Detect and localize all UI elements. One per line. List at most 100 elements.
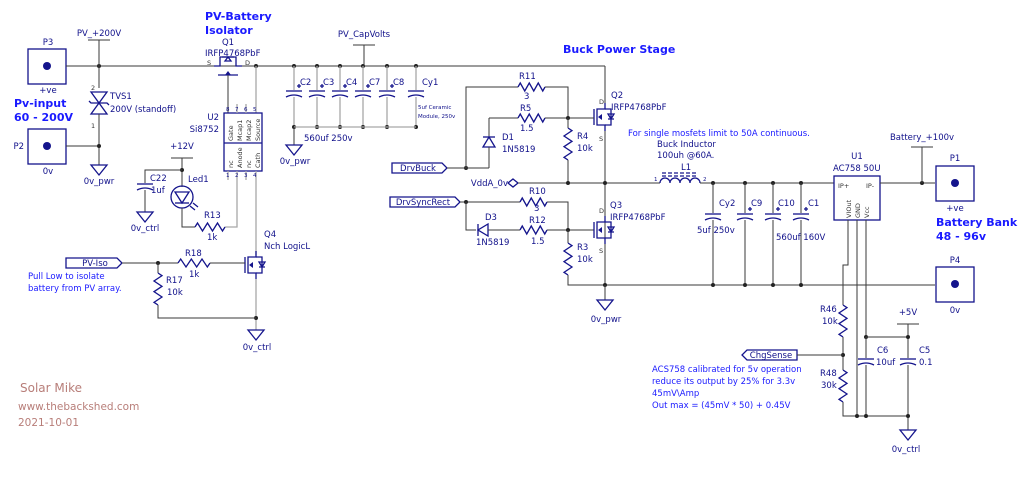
p4-ref: P4 [950,256,961,266]
tvs1-ref: TVS1 [109,92,132,102]
wire [842,220,849,305]
u2-pin-num: 7 [235,107,239,113]
wire [157,305,256,319]
cy2-ref: Cy2 [719,199,735,209]
resistor-r12 [519,224,548,236]
plus-icon [748,207,752,211]
resistor-zigzag [519,196,548,208]
q2-value: IRFP4768PbF [611,103,667,113]
led1-ref: Led1 [188,175,209,185]
r10-ref: R10 [529,187,546,197]
junction-dot [711,283,715,287]
resistor-zigzag [837,369,849,403]
junction-dot [603,181,607,185]
q1-pin-d: D [245,59,250,67]
plus-icon [320,84,324,88]
u1-ref: U1 [851,152,863,162]
q1-value: IRFP4768PbF [205,49,261,59]
u2-pin-source: Source [254,119,262,141]
flag-chgsense [741,349,798,361]
gnd-pwr-label: 0v_pwr [84,177,115,187]
wire [225,171,238,228]
junction-dot [97,144,101,148]
q1-ref: Q1 [222,38,234,48]
capacitor-output-0 [704,213,722,221]
p3-ref: P3 [43,38,54,48]
input-caps-value: 560uf 250v [304,134,353,144]
l1-desc: Buck Inductor [657,140,716,150]
body-diode-icon [605,221,616,239]
ic-u2 [223,112,263,172]
body-diode-icon [605,108,616,126]
d3-value: 1N5819 [476,238,509,248]
c2-ref: C2 [300,78,311,88]
u2-pin-cath: Cath [254,153,262,168]
junction-dot [799,283,803,287]
l1-desc-2: 100uh @60A. [657,151,714,161]
q3-pin-d: D [599,207,604,215]
connector-pin-dot [43,142,51,150]
capacitor-plate-curved [764,217,782,221]
capacitor-plate-curved [736,217,754,221]
flag-chgsense: ChgSense [750,351,792,361]
output-caps-value: 560uf 160V [776,233,826,243]
capacitor-c6 [857,358,875,366]
r5-ref: R5 [520,104,531,114]
c22-value: 1uf [151,186,166,196]
capacitor-plate-curved [857,362,875,366]
capacitor-plate-curved [792,217,810,221]
r17-ref: R17 [166,276,183,286]
net-pv-capvolts: PV_CapVolts [338,30,391,40]
r11-value: 3 [524,92,529,102]
u2-pin-mcap1: Mcap1 [236,120,244,141]
heading-battery-range: 48 - 96v [936,230,987,243]
q4-ref: Q4 [264,230,276,240]
connector-p1 [935,165,975,202]
note-acs: reduce its output by 25% for 3.3v [652,377,795,387]
connector-p4 [935,266,975,303]
resistor-zigzag [517,112,546,124]
heading-buck: Buck Power Stage [563,43,675,56]
net-flag [741,349,798,361]
inductor-coil [659,177,701,184]
u1-pin-ip-minus: IP- [866,182,875,190]
plus-icon [343,84,347,88]
resistor-r10 [519,196,548,208]
note-acs: 45mV\Amp [652,389,699,399]
capacitor-plate-curved [331,94,349,98]
u1-pin-vcc: Vcc [863,206,871,218]
q2-pin-d: D [599,98,604,106]
wire [842,402,908,417]
capacitor-plate-curved [354,94,372,98]
note-acs: ACS758 calibrated for 5v operation [652,365,802,375]
r48-value: 30k [821,381,837,391]
q3-value: IRFP4768PbF [610,213,666,223]
capacitor-plate-curved [899,362,917,366]
connector-body [935,165,975,202]
r46-value: 10k [822,317,838,327]
body-diode-icon [256,256,267,274]
resistor-zigzag [152,272,164,306]
d1-value: 1N5819 [502,145,535,155]
c9-ref: C9 [751,199,762,209]
r13-ref: R13 [204,211,221,221]
r18-ref: R18 [185,249,202,259]
r12-ref: R12 [529,216,546,226]
capacitor-output-2 [764,207,782,221]
connector-body [935,266,975,303]
resistor-r4 [562,127,574,161]
capacitor-plate-curved [407,94,425,98]
u2-pin-num: 2 [235,173,239,179]
plus-icon [297,84,301,88]
junction-dot [566,181,570,185]
c22-ref: C22 [150,174,167,184]
c7-ref: C7 [369,78,380,88]
gnd-pwr-label: 0v_pwr [591,315,622,325]
capacitor-plate-curved [308,94,326,98]
resistor-r5 [517,112,546,124]
flag-drvbuck [391,162,448,174]
tvs-upper-icon [89,91,109,105]
junction-dot [771,283,775,287]
net-flag [391,162,448,174]
p2-label: 0v [43,167,53,177]
